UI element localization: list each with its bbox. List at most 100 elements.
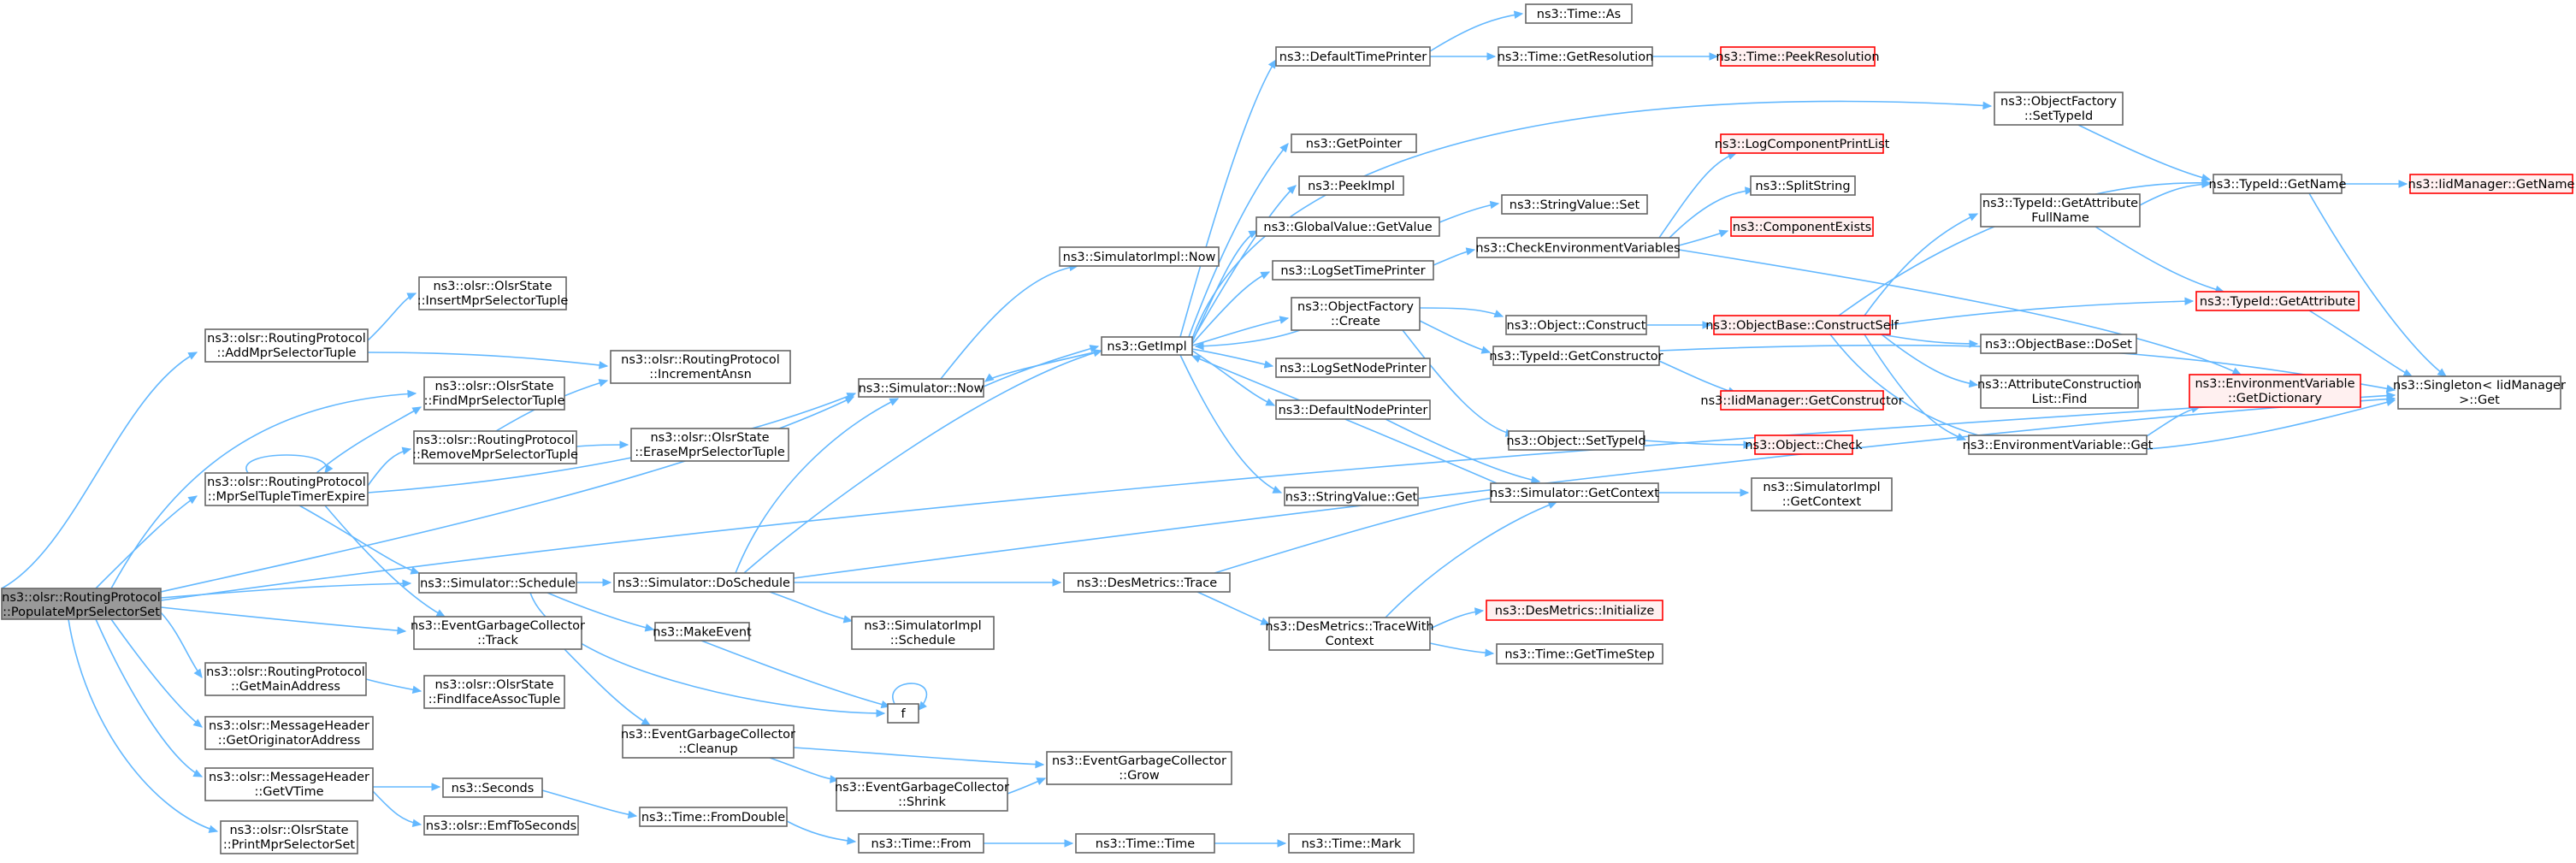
node-timeMark[interactable]: ns3::Time::Mark: [1288, 833, 1415, 854]
node-timeGetStep[interactable]: ns3::Time::GetTimeStep: [1496, 643, 1663, 665]
node-label: ::PopulateMprSelectorSet: [3, 606, 160, 619]
node-egcShrink[interactable]: ns3::EventGarbageCollector::Shrink: [835, 777, 1009, 812]
node-objSetTypeId[interactable]: ns3::Object::SetTypeId: [1506, 430, 1646, 451]
node-box: [1063, 572, 1231, 593]
node-tidGetCtor[interactable]: ns3::TypeId::GetConstructor: [1489, 346, 1663, 366]
node-envGetDict[interactable]: ns3::EnvironmentVariable::GetDictionary: [2189, 374, 2361, 408]
node-splitString[interactable]: ns3::SplitString: [1750, 175, 1856, 196]
node-timeTime[interactable]: ns3::Time::Time: [1075, 833, 1215, 854]
node-label: ::Create: [1331, 315, 1380, 328]
node-obDoSet[interactable]: ns3::ObjectBase::DoSet: [1980, 334, 2137, 354]
node-obConstructSelf[interactable]: ns3::ObjectBase::ConstructSelf: [1705, 315, 1900, 335]
node-label: ns3::olsr::OlsrState: [434, 380, 553, 393]
node-iidGetCtor[interactable]: ns3::IidManager::GetConstructor: [1700, 390, 1904, 411]
edge-root-to-egcTrack: [160, 606, 407, 635]
call-edges: [1, 10, 2447, 848]
node-timeAs[interactable]: ns3::Time::As: [1525, 3, 1633, 24]
node-desTrace[interactable]: ns3::DesMetrics::Trace: [1063, 572, 1231, 593]
node-label: ns3::Simulator::DoSchedule: [617, 576, 790, 590]
node-timeGetRes[interactable]: ns3::Time::GetResolution: [1498, 46, 1654, 67]
node-addMpr[interactable]: ns3::olsr::RoutingProtocol::AddMprSelect…: [204, 328, 369, 363]
node-box: [220, 820, 358, 854]
node-simImplNow[interactable]: ns3::SimulatorImpl::Now: [1059, 246, 1220, 267]
node-simGetCtx[interactable]: ns3::Simulator::GetContext: [1490, 482, 1659, 503]
node-label: ns3::Object::Check: [1745, 439, 1863, 452]
node-label: ::GetDictionary: [2228, 392, 2322, 405]
node-seconds[interactable]: ns3::Seconds: [442, 777, 543, 798]
node-getVTime[interactable]: ns3::olsr::MessageHeader::GetVTime: [204, 767, 374, 801]
node-svGet[interactable]: ns3::StringValue::Get: [1284, 487, 1419, 506]
node-simNow[interactable]: ns3::Simulator::Now: [858, 378, 984, 398]
node-label: ns3::DefaultNodePrinter: [1279, 404, 1428, 417]
node-incAnsn[interactable]: ns3::olsr::RoutingProtocol::IncrementAns…: [610, 350, 791, 384]
node-label: ::SetTypeId: [2024, 109, 2093, 123]
node-egcTrack[interactable]: ns3::EventGarbageCollector::Track: [411, 616, 585, 650]
node-simImplGetCtx[interactable]: ns3::SimulatorImpl::GetContext: [1751, 477, 1893, 511]
node-ofSetTypeId[interactable]: ns3::ObjectFactory::SetTypeId: [1994, 92, 2124, 126]
edge-gvGetValue-to-svSet: [1439, 200, 1500, 223]
node-f[interactable]: f: [887, 703, 919, 724]
node-label: ns3::olsr::OlsrState: [229, 824, 348, 837]
node-removeMpr[interactable]: ns3::olsr::RoutingProtocol::RemoveMprSel…: [412, 430, 578, 464]
edge-root-to-addMpr: [1, 352, 198, 589]
edge-getImpl-to-ofSetTypeId: [1191, 100, 1993, 340]
node-timePeekRes[interactable]: ns3::Time::PeekResolution: [1716, 46, 1880, 67]
edge-addMpr-to-incAnsn: [367, 352, 609, 369]
node-timeFromDouble[interactable]: ns3::Time::FromDouble: [639, 807, 788, 827]
node-box: [1713, 315, 1891, 335]
node-getImpl[interactable]: ns3::GetImpl: [1101, 336, 1193, 356]
node-svSet[interactable]: ns3::StringValue::Set: [1501, 194, 1648, 215]
edge-tidGetName-to-singletonGet: [2308, 192, 2447, 377]
edge-simSchedule-to-f: [529, 592, 886, 718]
node-desInit[interactable]: ns3::DesMetrics::Initialize: [1486, 600, 1663, 621]
node-insertMpr[interactable]: ns3::olsr::OlsrState::InsertMprSelectorT…: [417, 276, 569, 310]
node-getPointer[interactable]: ns3::GetPointer: [1291, 133, 1417, 153]
node-tidGetName[interactable]: ns3::TypeId::GetName: [2209, 174, 2347, 194]
node-compExists[interactable]: ns3::ComponentExists: [1730, 216, 1874, 237]
node-box: [2189, 374, 2361, 408]
node-simSchedule[interactable]: ns3::Simulator::Schedule: [418, 572, 577, 594]
node-findIface[interactable]: ns3::olsr::OlsrState::FindIfaceAssocTupl…: [423, 675, 565, 709]
edge-getImpl-to-svGet: [1179, 354, 1283, 494]
node-checkEnv[interactable]: ns3::CheckEnvironmentVariables: [1475, 237, 1681, 258]
node-objCheck[interactable]: ns3::Object::Check: [1745, 434, 1863, 455]
node-printMpr[interactable]: ns3::olsr::OlsrState::PrintMprSelectorSe…: [220, 820, 358, 854]
node-egcGrow[interactable]: ns3::EventGarbageCollector::Grow: [1046, 751, 1232, 785]
node-ofCreate[interactable]: ns3::ObjectFactory::Create: [1291, 297, 1421, 331]
node-label: ::GetMainAddress: [231, 680, 340, 694]
node-singletonGet[interactable]: ns3::Singleton< IidManager >::Get: [2393, 375, 2566, 410]
node-tidGetAttr[interactable]: ns3::TypeId::GetAttribute: [2195, 291, 2360, 311]
node-defTimePrinter[interactable]: ns3::DefaultTimePrinter: [1275, 46, 1431, 67]
node-label: ns3::IidManager::GetName: [2408, 178, 2575, 192]
node-objConstruct[interactable]: ns3::Object::Construct: [1505, 315, 1647, 335]
node-box: [413, 616, 582, 650]
node-egcCleanup[interactable]: ns3::EventGarbageCollector::Cleanup: [621, 724, 795, 759]
node-root[interactable]: ns3::olsr::RoutingProtocol::PopulateMprS…: [1, 588, 162, 620]
node-getOrigAddr[interactable]: ns3::olsr::MessageHeader::GetOriginatorA…: [204, 716, 374, 750]
node-label: ns3::olsr::MessageHeader: [209, 719, 369, 733]
node-gvGetValue[interactable]: ns3::GlobalValue::GetValue: [1256, 216, 1440, 237]
node-envGet[interactable]: ns3::EnvironmentVariable::Get: [1963, 434, 2154, 455]
edge-logSetTime-to-checkEnv: [1433, 247, 1476, 266]
node-label: ::Schedule: [890, 634, 955, 647]
node-iidGetName[interactable]: ns3::IidManager::GetName: [2408, 174, 2575, 194]
node-eraseMpr[interactable]: ns3::olsr::OlsrState::EraseMprSelectorTu…: [630, 428, 789, 462]
node-mprSelExp[interactable]: ns3::olsr::RoutingProtocol::MprSelTupleT…: [204, 472, 369, 506]
node-logCompPrint[interactable]: ns3::LogComponentPrintList: [1715, 133, 1890, 154]
node-getMainAddr[interactable]: ns3::olsr::RoutingProtocol::GetMainAddre…: [204, 662, 367, 696]
node-label: ns3::LogSetTimePrinter: [1280, 264, 1425, 278]
node-simDoSchedule[interactable]: ns3::Simulator::DoSchedule: [613, 572, 795, 593]
node-defNodePrinter[interactable]: ns3::DefaultNodePrinter: [1275, 399, 1431, 420]
node-logSetNode[interactable]: ns3::LogSetNodePrinter: [1275, 358, 1431, 378]
node-findMpr[interactable]: ns3::olsr::OlsrState::FindMprSelectorTup…: [423, 376, 565, 411]
node-peekImpl[interactable]: ns3::PeekImpl: [1298, 175, 1404, 196]
node-emfToSec[interactable]: ns3::olsr::EmfToSeconds: [423, 815, 579, 836]
node-simImplSchedule[interactable]: ns3::SimulatorImpl::Schedule: [851, 616, 995, 650]
node-logSetTime[interactable]: ns3::LogSetTimePrinter: [1272, 260, 1434, 281]
node-timeFrom[interactable]: ns3::Time::From: [858, 833, 984, 854]
node-box: [1075, 833, 1215, 854]
node-makeEvent[interactable]: ns3::MakeEvent: [653, 622, 752, 641]
